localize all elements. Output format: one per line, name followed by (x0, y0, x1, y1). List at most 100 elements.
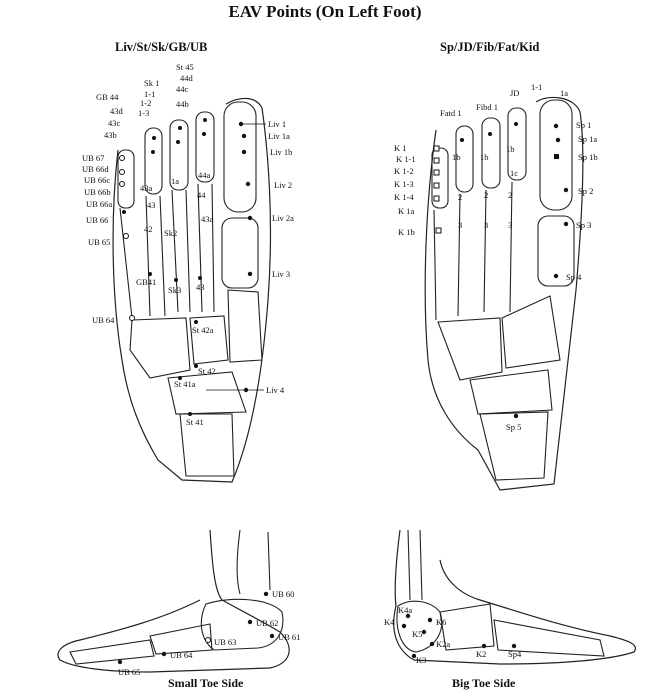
point-k1-1 (433, 157, 440, 164)
point-ub65-side (117, 659, 123, 665)
label-44c: 44c (176, 84, 189, 94)
fifth-metatarsal-small (69, 639, 155, 665)
calcaneus-big (396, 600, 443, 653)
label-k6: K6 (436, 617, 446, 627)
big-toe-bones (223, 101, 257, 213)
tarsals-right (437, 317, 503, 381)
label-2-c: 2 (508, 190, 512, 200)
point-liv1 (238, 121, 244, 127)
point-sp4 (553, 273, 559, 279)
label-ub66c: UB 66c (84, 175, 110, 185)
label-sk3: Sk3 (168, 285, 181, 295)
label-k1b: K 1b (398, 227, 415, 237)
left-foot-outline (112, 97, 272, 483)
point-k1 (433, 145, 440, 152)
label-43c: 43c (108, 118, 121, 128)
tibia-big (419, 529, 423, 601)
label-liv1a: Liv 1a (268, 131, 290, 141)
label-ub61: UB 61 (278, 632, 300, 642)
talus-right (479, 411, 549, 481)
medial-cuneiform (227, 289, 263, 363)
label-liv4: Liv 4 (266, 385, 285, 395)
label-liv1b: Liv 1b (270, 147, 292, 157)
label-sp2: Sp 2 (578, 186, 593, 196)
point-k4a (405, 613, 411, 619)
fifth-toe-bones-right (431, 147, 449, 209)
label-k1: K 1 (394, 143, 407, 153)
point-ub61 (269, 633, 275, 639)
second-metatarsal-edge (211, 183, 215, 313)
label-44b: 44b (176, 99, 189, 109)
label-k1-2: K 1-2 (394, 166, 414, 176)
big-toe-side-outline (393, 529, 636, 665)
label-st41a: St 41a (174, 379, 196, 389)
label-44a: 44a (198, 170, 211, 180)
point-ub64 (129, 315, 135, 321)
label-2-b: 2 (484, 190, 488, 200)
big-toe-side-view: K4a K6 K4 K5 K2a K3 K2 Sp4 (384, 529, 636, 665)
third-toe-bones-right (481, 117, 501, 189)
point-k1b (435, 227, 442, 234)
label-1a: 1a (171, 176, 179, 186)
label-ub66b: UB 66b (84, 187, 111, 197)
fifth-metatarsal (119, 207, 133, 319)
label-44d: 44d (180, 73, 194, 83)
point-sp1b (554, 154, 559, 159)
cuneiforms-right (501, 295, 561, 369)
point-k2 (481, 643, 487, 649)
label-ub66a: UB 66a (86, 199, 112, 209)
point-fatd1 (460, 138, 464, 142)
label-k4a: K4a (398, 605, 412, 615)
point-k1-3 (433, 182, 440, 189)
fifth-metatarsal-right (433, 209, 437, 321)
point-ub67 (119, 155, 125, 161)
navicular-right (469, 369, 553, 415)
third-toe-bones (169, 119, 189, 191)
label-st42a: St 42a (192, 325, 214, 335)
label-43a-upper: 43a (140, 183, 153, 193)
point-k2a (429, 641, 435, 647)
label-liv2a: Liv 2a (272, 213, 294, 223)
label-k5: K5 (412, 629, 422, 639)
point-gb44 (152, 136, 156, 140)
label-1a-right: 1a (560, 88, 568, 98)
label-liv1: Liv 1 (268, 119, 286, 129)
fourth-metatarsal (145, 195, 151, 317)
right-panel-title: Sp/JD/Fib/Fat/Kid (440, 40, 540, 54)
label-1-1: 1-1 (144, 89, 155, 99)
right-foot-outline (424, 96, 584, 491)
big-toe-side-caption: Big Toe Side (452, 676, 516, 690)
point-ub66 (122, 210, 126, 214)
point-st41a (178, 376, 182, 380)
second-toe-bones (195, 111, 215, 183)
point-st42 (194, 364, 198, 368)
label-1b-b: 1b (480, 152, 489, 162)
label-ub64-side: UB 64 (170, 650, 193, 660)
label-1b-a: 1b (452, 152, 461, 162)
label-k2a: K2a (436, 639, 450, 649)
point-ub66b (119, 181, 125, 187)
calcaneus-small (200, 598, 284, 651)
third-metatarsal-right (483, 189, 487, 313)
label-sk2: Sk2 (164, 228, 177, 238)
label-k1-4: K 1-4 (394, 192, 414, 202)
point-ub65 (123, 233, 129, 239)
label-jd: JD (510, 88, 519, 98)
label-ub63: UB 63 (214, 637, 236, 647)
label-3-b: 3 (484, 220, 488, 230)
small-toe-side-caption: Small Toe Side (168, 676, 244, 690)
cuboid (129, 317, 191, 379)
right-foot-top-view (424, 96, 584, 491)
left-foot-top-view (112, 97, 272, 483)
label-sp1b: Sp 1b (578, 152, 598, 162)
label-st41: St 41 (186, 417, 204, 427)
fibula-small (236, 529, 241, 595)
label-43-lower: 43 (196, 282, 205, 292)
first-metatarsal-right (537, 215, 575, 287)
navicular (167, 371, 247, 415)
label-2-a: 2 (458, 192, 462, 202)
navicular-big (439, 603, 495, 651)
point-44c (202, 132, 206, 136)
point-liv2a (247, 215, 253, 221)
point-sk3 (174, 278, 178, 282)
